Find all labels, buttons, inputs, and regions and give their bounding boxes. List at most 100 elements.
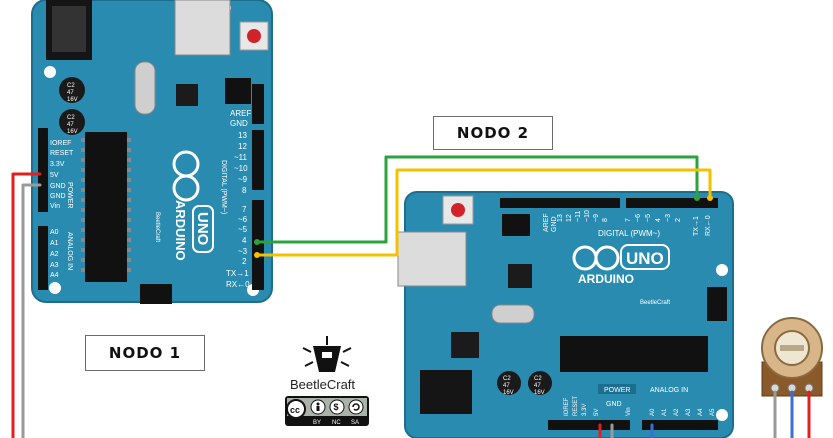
- mount-hole: [716, 409, 728, 421]
- analog-label: ANALOG IN: [650, 387, 688, 394]
- icsp-header-right: [707, 287, 727, 321]
- pin-label: 13: [557, 214, 564, 222]
- pin-label: GND: [50, 183, 66, 190]
- cap-text: 16V: [534, 390, 545, 396]
- node1-label: NODO 1: [85, 335, 205, 371]
- icsp-header: [225, 78, 251, 104]
- pin-label: 7: [242, 205, 247, 214]
- pin-label: A3: [686, 408, 692, 416]
- pin-label: A5: [710, 408, 716, 416]
- brand-wordmark: BeetleCraft: [290, 377, 356, 392]
- pin-label: 12: [238, 142, 247, 151]
- pin-label-gnd: GND: [230, 119, 248, 128]
- pin-label: ~9: [593, 214, 600, 222]
- pin-label-gnd: GND: [551, 216, 558, 232]
- digital-header-bottom: [252, 200, 264, 290]
- wire-gray-node1: [21, 183, 42, 438]
- pin-label: ~6: [635, 214, 642, 222]
- capacitor: [59, 77, 85, 103]
- digital-header-left: [500, 198, 620, 208]
- usb-connector: [397, 231, 467, 287]
- pin-label: TX→1: [693, 216, 700, 236]
- mount-hole: [49, 282, 61, 294]
- pin-label: A4: [698, 408, 704, 416]
- pin-label: A4: [50, 272, 59, 279]
- power-header: [548, 420, 630, 430]
- pin-label: ~5: [238, 225, 248, 234]
- pin-label: A1: [50, 240, 59, 247]
- analog-header: [642, 420, 718, 430]
- pin-label: ~3: [238, 247, 248, 256]
- cap-text: C2: [67, 83, 75, 89]
- dc-jack: [420, 370, 472, 414]
- capacitor: [59, 109, 85, 135]
- icsp-header: [502, 214, 530, 236]
- pin-label: ~11: [234, 153, 248, 162]
- arduino-logo: [572, 245, 620, 271]
- pin-label: ~11: [575, 211, 582, 222]
- pin-label: TX→1: [226, 269, 249, 278]
- pin-label: Vin: [626, 407, 632, 416]
- license-badge: cc $ BY NC SA: [285, 396, 369, 426]
- gnd-label: GND: [606, 401, 622, 408]
- pin-label: 2: [242, 257, 247, 266]
- pin-label: 8: [602, 218, 609, 222]
- usb-chip: [176, 84, 198, 106]
- pin-label: 2: [675, 218, 682, 222]
- digital-header-top: [252, 84, 264, 124]
- pin-label: A2: [674, 408, 680, 416]
- pin-label: 13: [238, 131, 247, 140]
- arduino-wordmark: ARDUINO: [173, 200, 188, 261]
- pin-label: IOREF: [564, 397, 570, 416]
- cap-text: 16V: [67, 129, 78, 135]
- pin-label: GND: [50, 193, 66, 200]
- pin-label-aref: AREF: [230, 109, 251, 118]
- mount-hole: [716, 264, 728, 276]
- pin-label: A0: [650, 408, 656, 416]
- wire-joint: [254, 239, 260, 245]
- crystal: [134, 61, 156, 115]
- pin-label: 3.3V: [582, 404, 588, 416]
- license-tag-nc: NC: [332, 420, 341, 426]
- capacitor: [528, 371, 552, 395]
- cc-icon: [286, 399, 306, 419]
- pin-label: A3: [50, 262, 59, 269]
- arduino-logo: [172, 150, 200, 202]
- analog-header: [38, 226, 48, 290]
- pin-label: RESET: [573, 396, 579, 416]
- digital-label: DIGITAL (PWM~): [598, 229, 660, 238]
- license-tag-sa: SA: [351, 420, 359, 426]
- pin-label: 3.3V: [50, 161, 65, 168]
- pin-label: ~5: [645, 214, 652, 222]
- cap-text: C2: [534, 376, 542, 382]
- analog-label: ANALOG IN: [66, 232, 73, 270]
- pin-label: RESET: [50, 150, 74, 157]
- atmega-chip: [85, 132, 127, 282]
- wire-red-node1: [11, 172, 42, 438]
- digital-header-right: [626, 198, 718, 208]
- wires: [11, 155, 811, 438]
- pin-label: ~10: [584, 210, 591, 222]
- uno-wordmark: UNO: [194, 212, 211, 246]
- node2-label: NODO 2: [433, 116, 553, 150]
- pin-label: ~10: [234, 164, 248, 173]
- svg-text:cc: cc: [290, 405, 300, 415]
- pin-label: ~9: [238, 175, 248, 184]
- cap-text: 47: [503, 383, 510, 389]
- cap-text: C2: [503, 376, 511, 382]
- pin-label: A2: [50, 251, 59, 258]
- capacitor: [497, 371, 521, 395]
- voltage-regulator: [451, 332, 479, 358]
- nc-icon: [329, 399, 345, 415]
- pin-label: A5: [50, 283, 59, 290]
- pin-label: 5V: [50, 172, 59, 179]
- power-header: [38, 128, 48, 212]
- pin-label: A1: [662, 408, 668, 416]
- cap-text: 47: [67, 90, 74, 96]
- crystal: [491, 304, 535, 324]
- pin-label: ~3: [665, 214, 672, 222]
- pin-label: IOREF: [50, 140, 71, 147]
- board-brand: BeetleCraft: [640, 300, 670, 306]
- digital-label: DIGITAL (PWM~): [220, 160, 227, 214]
